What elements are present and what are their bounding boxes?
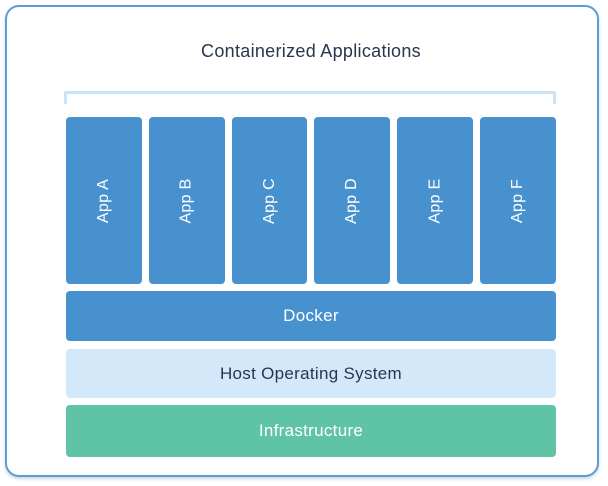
infrastructure-layer: Infrastructure [66,405,556,457]
containers-group-bracket [64,91,556,104]
app-label-e: App E [426,177,444,224]
app-label-b: App B [177,177,195,224]
app-box-e: App E [397,117,474,284]
app-label-c: App C [260,177,278,224]
diagram-title: Containerized Applications [201,41,421,61]
app-box-c: App C [231,117,308,284]
app-box-d: App D [314,117,391,284]
diagram-card: Containerized Applications App A App B A… [5,5,599,477]
app-box-f: App F [480,117,556,284]
app-box-b: App B [148,117,225,284]
docker-layer: Docker [66,291,556,341]
app-label-f: App F [509,178,527,223]
app-box-a: App A [66,117,142,284]
host-os-layer: Host Operating System [66,349,556,398]
apps-row: App A App B App C App D App E App F [66,117,556,284]
app-label-d: App D [343,177,361,224]
app-label-a: App A [94,178,112,223]
